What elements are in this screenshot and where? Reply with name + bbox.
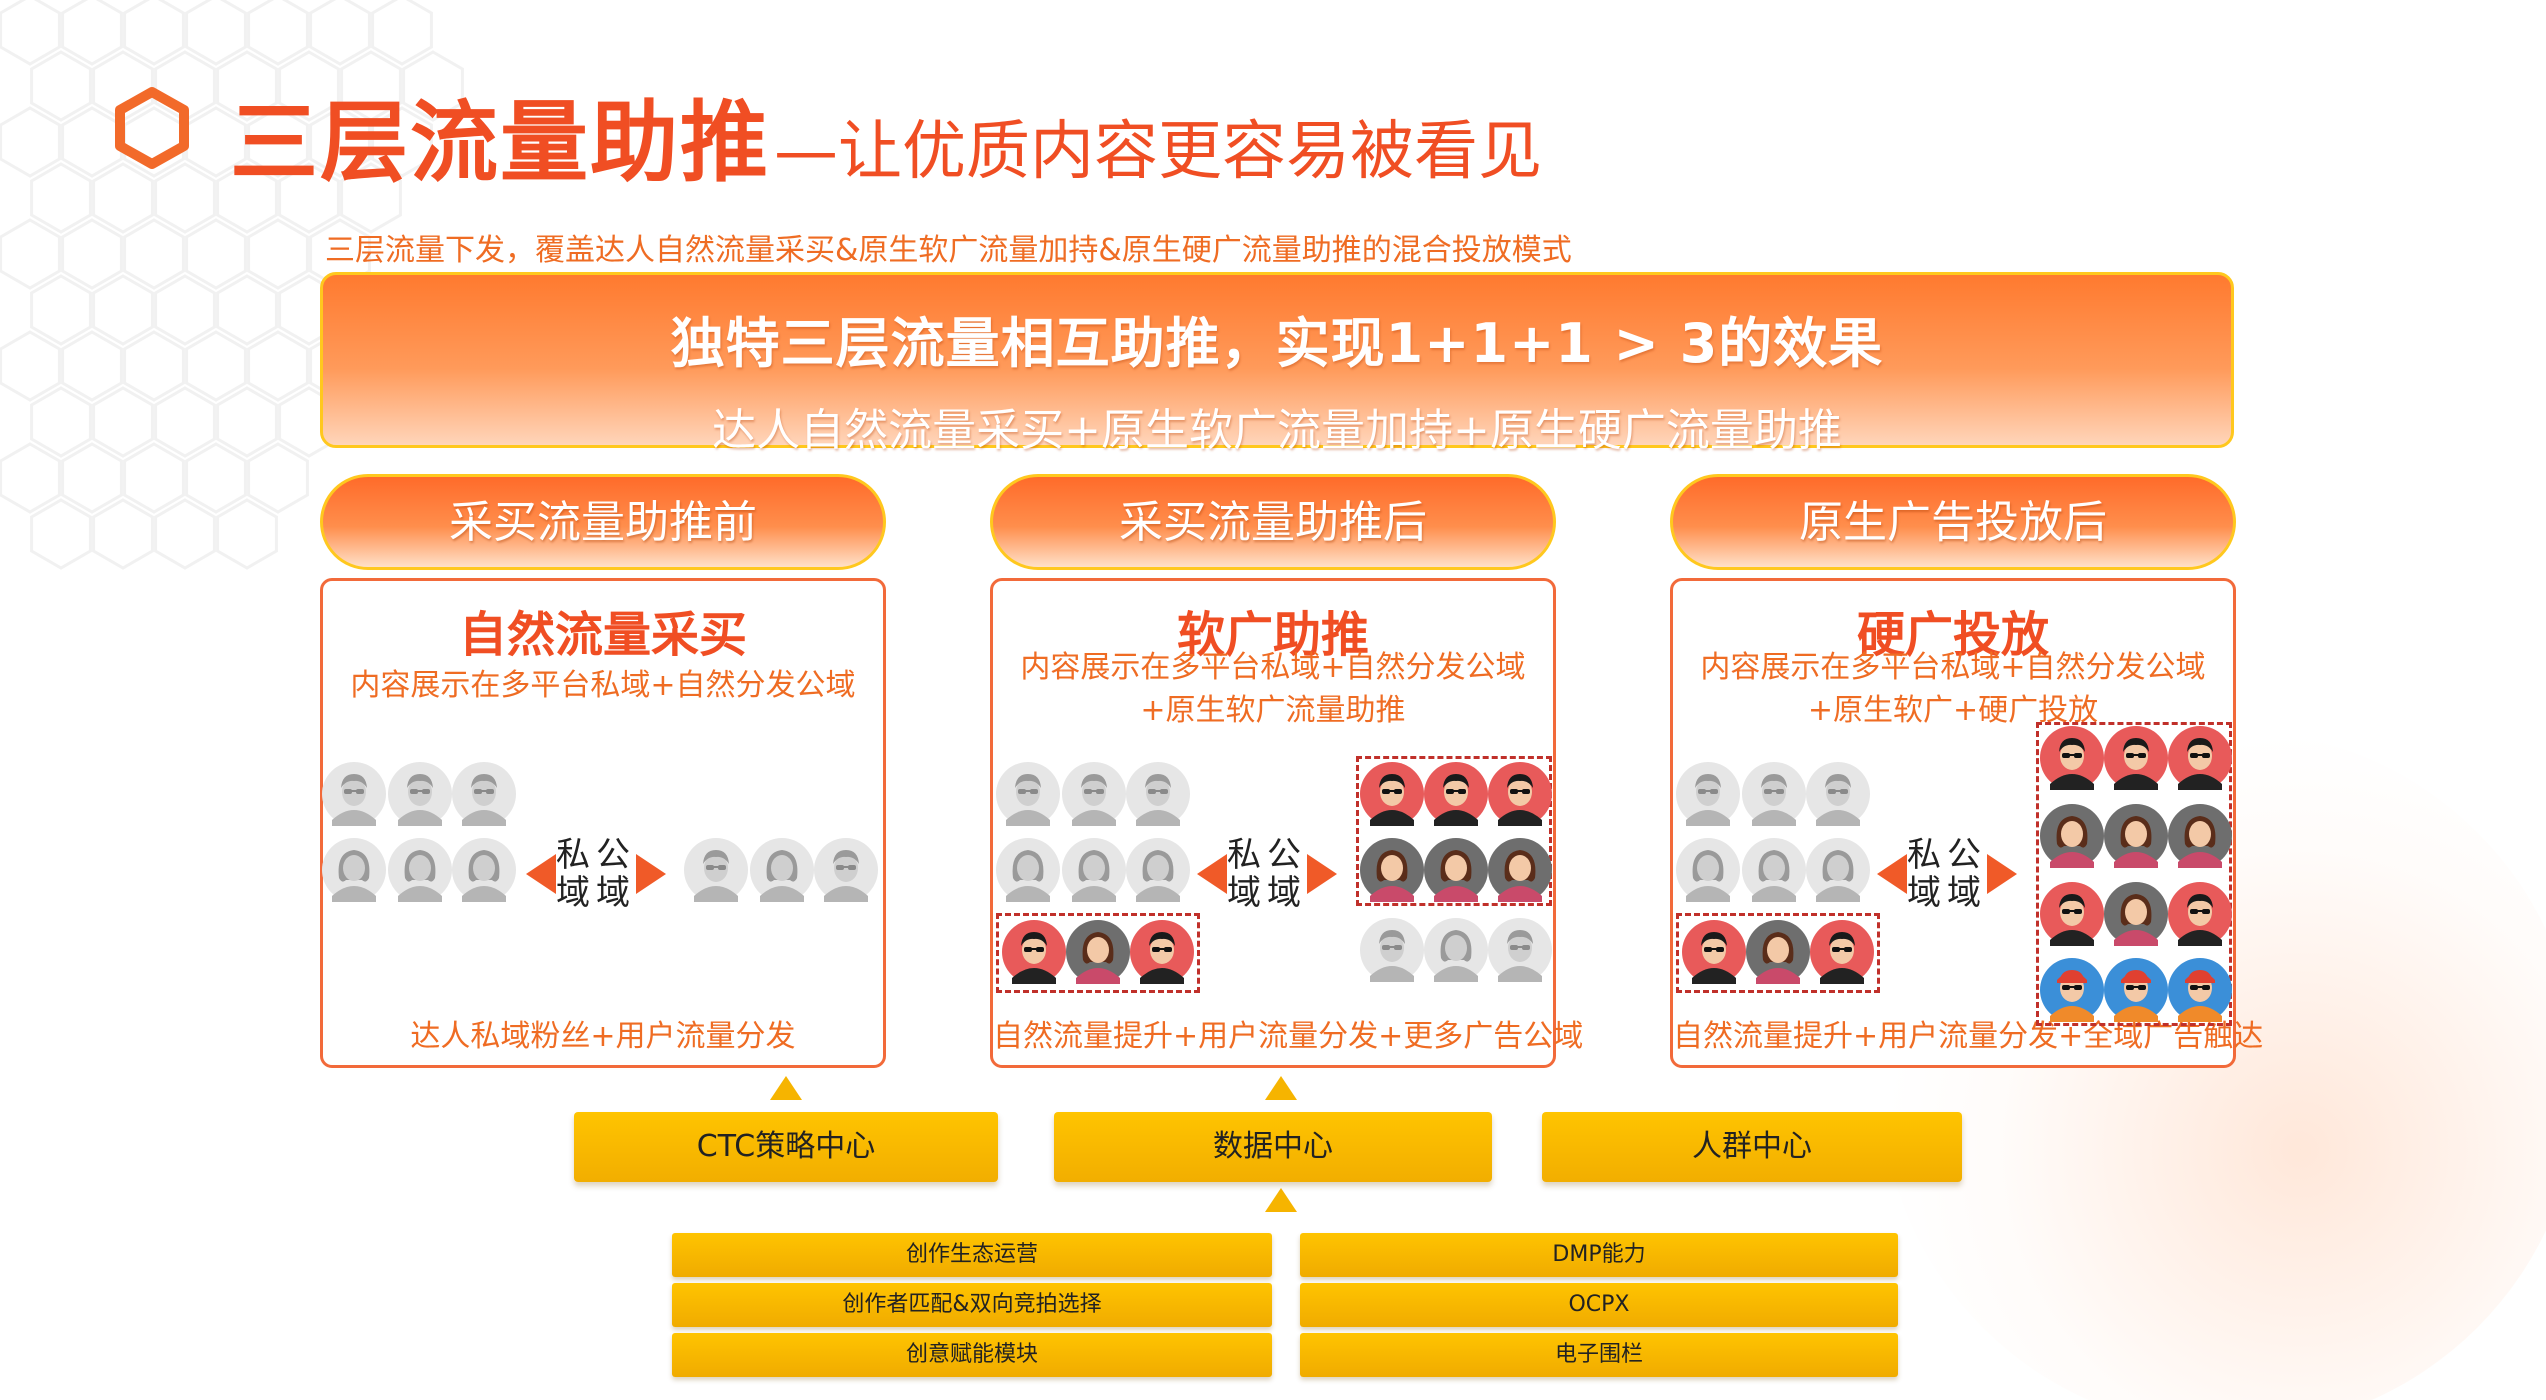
female-avatar-icon [1062,838,1126,902]
female-avatar-icon [996,838,1060,902]
domain-label: 私公域域 [556,835,636,913]
male-avatar-icon [1810,920,1874,984]
male-avatar-icon [996,762,1060,826]
domain-arrows-3: 私公域域 [1877,836,2017,916]
male-avatar-icon [814,838,878,902]
page-subtitle: 三层流量下发，覆盖达人自然流量采买&原生软广流量加持&原生硬广流量助推的混合投放… [325,233,1572,268]
capability-right-1: DMP能力 [1300,1233,1898,1277]
arrow-right-icon [1987,854,2017,894]
male-avatar-icon [1676,762,1740,826]
triangle-up-icon [770,1076,802,1100]
column-header-ad: 原生广告投放后 [1670,474,2236,570]
domain-arrows-1: 私公域域 [526,836,666,916]
column-title: 硬广投放 [1856,607,2049,663]
female-avatar-icon [1424,918,1488,982]
male-avatar-icon [1002,920,1066,984]
male-avatar-icon [452,762,516,826]
banner-headline: 独特三层流量相互助推，实现1+1+1 > 3的效果 [670,312,1884,375]
arrow-left-icon [1877,854,1907,894]
capability-right-3: 电子围栏 [1300,1333,1898,1377]
male-avatar-icon [1742,762,1806,826]
male-avatar-icon [1360,762,1424,826]
arrow-left-icon [526,854,556,894]
worker-avatar-icon [2040,958,2104,1022]
column-description: 内容展示在多平台私域+自然分发公域 [350,668,856,703]
worker-avatar-icon [2104,958,2168,1022]
title-main: 三层流量助推 [230,91,771,194]
male-avatar-icon [1130,920,1194,984]
soft-ad-public-box [1356,756,1552,906]
capability-left-1: 创作生态运营 [672,1233,1272,1277]
male-avatar-icon [1488,918,1552,982]
male-avatar-icon [322,762,386,826]
male-avatar-icon [684,838,748,902]
female-avatar-icon [1488,838,1552,902]
ctc-strategy-center: CTC策略中心 [574,1112,998,1182]
male-avatar-icon [1806,762,1870,826]
worker-avatar-icon [2168,958,2232,1022]
male-avatar-icon [2104,726,2168,790]
arrow-left-icon [1197,854,1227,894]
column-title: 自然流量采买 [458,607,747,663]
female-avatar-icon [1360,838,1424,902]
female-avatar-icon [750,838,814,902]
banner-formula: 达人自然流量采买+原生软广流量加持+原生硬广流量助推 [712,405,1842,456]
column-footer: 自然流量提升+用户流量分发+更多广告公域 [993,1019,1584,1054]
column-description: 内容展示在多平台私域+自然分发公域 [1700,650,2206,685]
female-avatar-icon [1066,920,1130,984]
soft-ad-audience-box [996,913,1200,993]
data-center: 数据中心 [1054,1112,1492,1182]
male-avatar-icon [2040,882,2104,946]
male-avatar-icon [2040,726,2104,790]
capability-left-3: 创意赋能模块 [672,1333,1272,1377]
column-header-after: 采买流量助推后 [990,474,1556,570]
female-avatar-icon [322,838,386,902]
column-title: 软广助推 [1176,607,1369,663]
domain-label: 私公域域 [1227,835,1307,913]
female-avatar-icon [1424,838,1488,902]
triangle-up-icon [1265,1188,1297,1212]
male-avatar-icon [1488,762,1552,826]
female-avatar-icon [2040,804,2104,868]
hard-ad-audience-box [1676,913,1880,993]
triangle-up-icon [1265,1076,1297,1100]
male-avatar-icon [1682,920,1746,984]
male-avatar-icon [1424,762,1488,826]
effect-banner: 独特三层流量相互助推，实现1+1+1 > 3的效果 达人自然流量采买+原生软广流… [320,272,2234,456]
capability-right-2: OCPX [1300,1283,1898,1327]
column-description: 内容展示在多平台私域+自然分发公域 [1020,650,1526,685]
female-avatar-icon [2104,804,2168,868]
arrow-right-icon [636,854,666,894]
female-avatar-icon [1742,838,1806,902]
hard-ad-public-box [2036,722,2232,1026]
column-description-extra: +原生软广流量助推 [1140,693,1406,728]
column-header-before: 采买流量助推前 [320,474,886,570]
domain-arrows-2: 私公域域 [1197,836,1337,916]
female-avatar-icon [1126,838,1190,902]
capability-left-2: 创作者匹配&双向竞拍选择 [672,1283,1272,1327]
male-avatar-icon [388,762,452,826]
hexagon-logo-icon [115,87,189,169]
male-avatar-icon [1062,762,1126,826]
male-avatar-icon [2168,726,2232,790]
male-avatar-icon [1360,918,1424,982]
column-footer: 达人私域粉丝+用户流量分发 [410,1019,796,1054]
female-avatar-icon [1676,838,1740,902]
male-avatar-icon [2168,882,2232,946]
female-avatar-icon [1746,920,1810,984]
female-avatar-icon [388,838,452,902]
female-avatar-icon [1806,838,1870,902]
audience-center: 人群中心 [1542,1112,1962,1182]
female-avatar-icon [2104,882,2168,946]
domain-label: 私公域域 [1907,835,1987,913]
male-avatar-icon [1126,762,1190,826]
page-title: 三层流量助推 —让优质内容更容易被看见 [230,72,1543,194]
arrow-right-icon [1307,854,1337,894]
female-avatar-icon [452,838,516,902]
female-avatar-icon [2168,804,2232,868]
title-sub: —让优质内容更容易被看见 [774,115,1543,189]
